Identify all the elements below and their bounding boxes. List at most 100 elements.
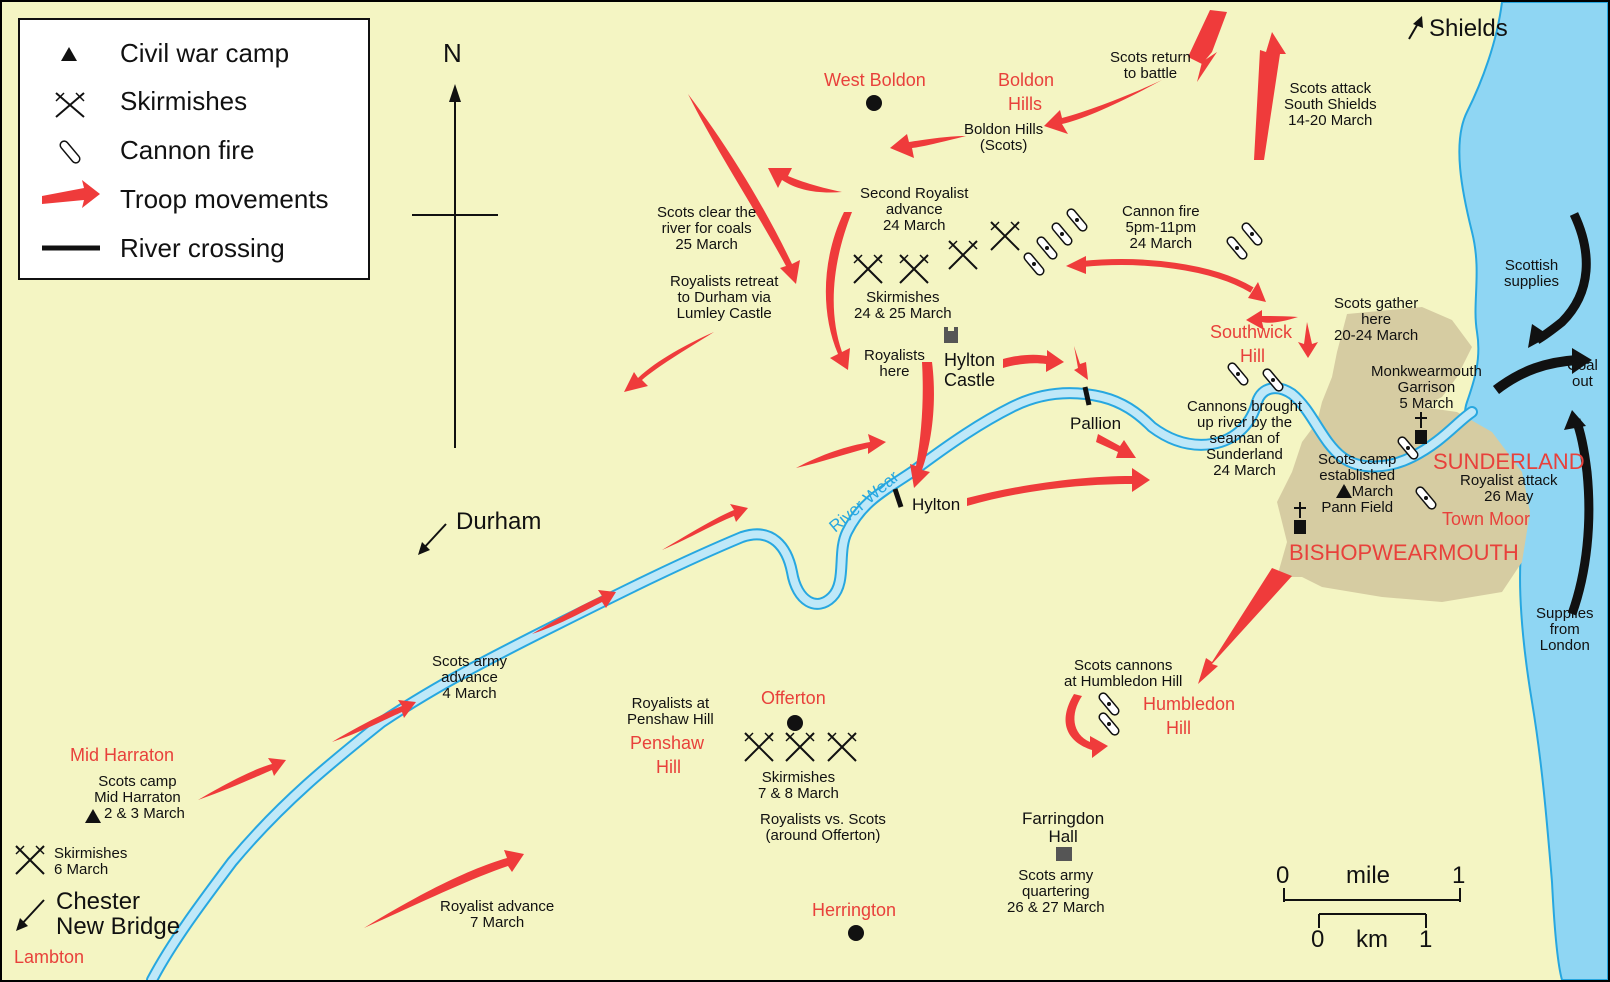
west-boldon-dot [866, 95, 882, 111]
cannon-icon [1224, 234, 1250, 262]
place-offerton: Offerton [761, 688, 826, 708]
note-hylton: Hylton [912, 495, 961, 514]
skirmish-icon [15, 845, 45, 875]
hall-icon [1056, 847, 1072, 861]
note-royalists-vs: Royalists vs. Scots(around Offerton) [760, 811, 886, 844]
place-boldon-hills-1: Boldon [998, 70, 1055, 90]
cannon-icon [1049, 220, 1075, 248]
church-icon [1294, 520, 1306, 534]
crossing-hylton [892, 488, 904, 508]
crossing-pallion [1082, 386, 1092, 406]
shields-arrow-icon [1413, 16, 1423, 28]
legend: Civil war camp Skirmishes Cannon fire Tr… [18, 18, 370, 280]
castle-icon [944, 331, 958, 343]
herrington-dot [848, 925, 864, 941]
skirmish-legend-icon [55, 92, 85, 118]
offerton-dot [787, 715, 803, 731]
scale-km-1: 1 [1419, 926, 1433, 953]
skirmish-icon [899, 254, 929, 284]
cannon-icon [1034, 234, 1060, 262]
place-humbledon-2: Hill [1166, 718, 1191, 738]
cannon-icon [1096, 710, 1122, 738]
place-herrington: Herrington [812, 900, 897, 920]
skirmish-icon [948, 240, 978, 270]
legend-crossing: River crossing [120, 233, 285, 263]
place-penshaw-1: Penshaw [630, 733, 705, 753]
skirmish-icon [827, 732, 857, 762]
dir-chester-1: Chester [56, 888, 141, 915]
troop-legend-icon [42, 180, 100, 208]
place-southwick-1: Southwick [1210, 322, 1293, 342]
place-boldon-hills-2: Hills [1008, 94, 1042, 114]
scale-mile: mile [1346, 862, 1391, 889]
chester-arrow-icon [16, 918, 28, 931]
camp-icon [85, 809, 101, 823]
place-west-boldon: West Boldon [824, 70, 926, 90]
place-sunderland: SUNDERLAND [1433, 449, 1585, 474]
place-town-moor: Town Moor [1442, 509, 1531, 529]
cannon-icon [1021, 250, 1047, 278]
place-penshaw-2: Hill [656, 757, 681, 777]
dir-shields: Shields [1429, 15, 1508, 42]
note-pallion: Pallion [1070, 414, 1122, 433]
scale-mile-1: 1 [1452, 862, 1466, 889]
scale-mile-0: 0 [1276, 862, 1290, 889]
legend-cannon: Cannon fire [120, 135, 255, 165]
note-boldon-scots: Boldon Hills(Scots) [964, 121, 1044, 154]
place-humbledon-1: Humbledon [1143, 694, 1236, 714]
skirmish-icon [744, 732, 774, 762]
dir-durham: Durham [456, 508, 542, 535]
cannon-icon [1064, 206, 1090, 234]
scale-km-0: 0 [1311, 926, 1325, 953]
place-southwick-2: Hill [1240, 346, 1265, 366]
dir-chester-2: New Bridge [56, 913, 181, 940]
troop-arrows [198, 10, 1318, 928]
durham-arrow-icon [418, 542, 430, 555]
compass-n: N [443, 38, 462, 68]
cannon-icon [1239, 220, 1265, 248]
place-bishopwearmouth: BISHOPWEARMOUTH [1289, 540, 1519, 565]
place-mid-harraton: Mid Harraton [70, 745, 175, 765]
legend-troops: Troop movements [120, 184, 329, 214]
place-lambton: Lambton [14, 947, 85, 967]
church-icon [1415, 430, 1427, 444]
legend-skirmishes: Skirmishes [120, 86, 248, 116]
skirmish-icon [785, 732, 815, 762]
scale-km: km [1356, 926, 1388, 953]
camp-icon [1336, 484, 1352, 498]
skirmish-icon [853, 254, 883, 284]
legend-camp: Civil war camp [120, 38, 290, 68]
cannon-icon [1096, 690, 1122, 718]
camp-legend-icon [61, 47, 77, 61]
north-arrow-icon [449, 84, 461, 102]
cannon-legend-icon [59, 140, 81, 164]
